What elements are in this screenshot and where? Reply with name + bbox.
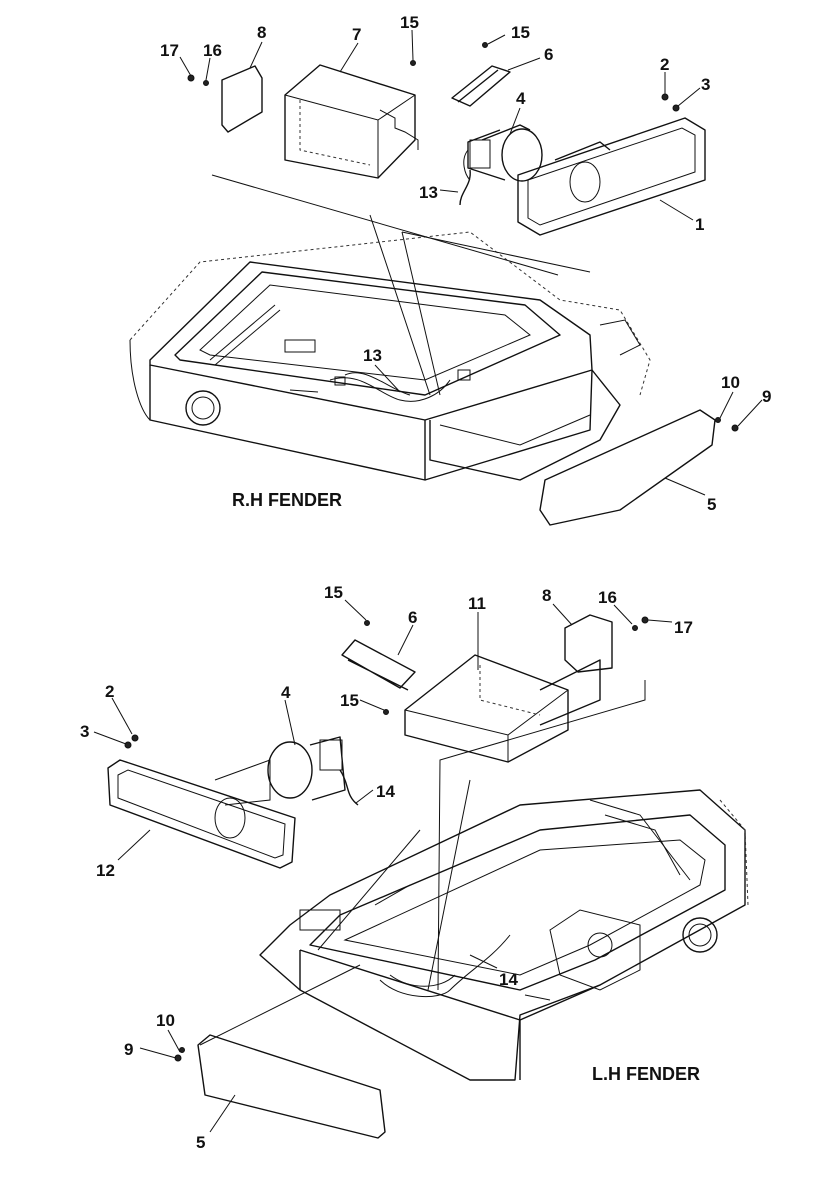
rh-part-13-wire <box>459 169 471 206</box>
rh-callout-2: 2 <box>660 55 669 74</box>
lh-callout-4: 4 <box>281 683 291 702</box>
lh-callout-9: 9 <box>124 1040 133 1059</box>
lh-callout-17: 17 <box>674 618 693 637</box>
rh-callout-5: 5 <box>707 495 716 514</box>
rh-part-4-lamp <box>463 124 543 182</box>
lh-callout-16: 16 <box>598 588 617 607</box>
lh-part-11-box <box>404 654 601 763</box>
rh-part-8-plate <box>221 65 263 133</box>
rh-callout-3: 3 <box>701 75 710 94</box>
rh-part-7-box <box>284 64 419 179</box>
rh-callout-13a: 13 <box>419 183 438 202</box>
lh-part-5-cover <box>197 1034 386 1139</box>
lh-callout-12: 12 <box>96 861 115 880</box>
lh-callout-8: 8 <box>542 586 551 605</box>
lh-callout-14b: 14 <box>499 970 518 989</box>
rh-callout-1: 1 <box>695 215 704 234</box>
rh-callout-8: 8 <box>257 23 266 42</box>
rh-callout-6: 6 <box>544 45 553 64</box>
rh-part-1-housing <box>517 117 706 236</box>
rh-callout-15a: 15 <box>400 13 419 32</box>
rh-callout-15b: 15 <box>511 23 530 42</box>
lh-part-14-wire <box>339 769 359 806</box>
rh-fender-assembly: 17 16 8 7 15 15 6 2 3 4 13 1 13 10 9 5 R… <box>129 13 771 526</box>
lh-callout-11: 11 <box>468 594 486 613</box>
lh-callout-14a: 14 <box>376 782 395 801</box>
lh-part-8-plate <box>564 614 613 673</box>
lh-callout-3: 3 <box>80 722 89 741</box>
rh-fender-body <box>129 231 651 481</box>
lh-callout-6: 6 <box>408 608 417 627</box>
lh-callout-2: 2 <box>105 682 114 701</box>
rh-fender-caption: R.H FENDER <box>232 490 342 510</box>
rh-part-5-cover <box>539 409 716 526</box>
lh-fender-body <box>259 789 749 1081</box>
rh-callout-16: 16 <box>203 41 222 60</box>
lh-fender-assembly: 15 6 11 8 16 17 2 15 3 4 14 12 14 10 9 5… <box>80 583 749 1152</box>
lh-callout-5: 5 <box>196 1133 205 1152</box>
rh-callout-4: 4 <box>516 89 526 108</box>
rh-callout-13b: 13 <box>363 346 382 365</box>
rh-callout-17: 17 <box>160 41 179 60</box>
lh-part-4-lamp <box>214 736 346 806</box>
lh-callout-10: 10 <box>156 1011 175 1030</box>
lh-part-6-bracket <box>341 639 416 691</box>
rh-callout-10: 10 <box>721 373 740 392</box>
rh-part-6-bracket <box>451 65 511 107</box>
rh-callout-9: 9 <box>762 387 771 406</box>
lh-callout-15b: 15 <box>340 691 359 710</box>
lh-callout-15a: 15 <box>324 583 343 602</box>
lh-fender-caption: L.H FENDER <box>592 1064 700 1084</box>
lh-part-12-housing <box>107 759 296 869</box>
rh-callout-7: 7 <box>352 25 361 44</box>
